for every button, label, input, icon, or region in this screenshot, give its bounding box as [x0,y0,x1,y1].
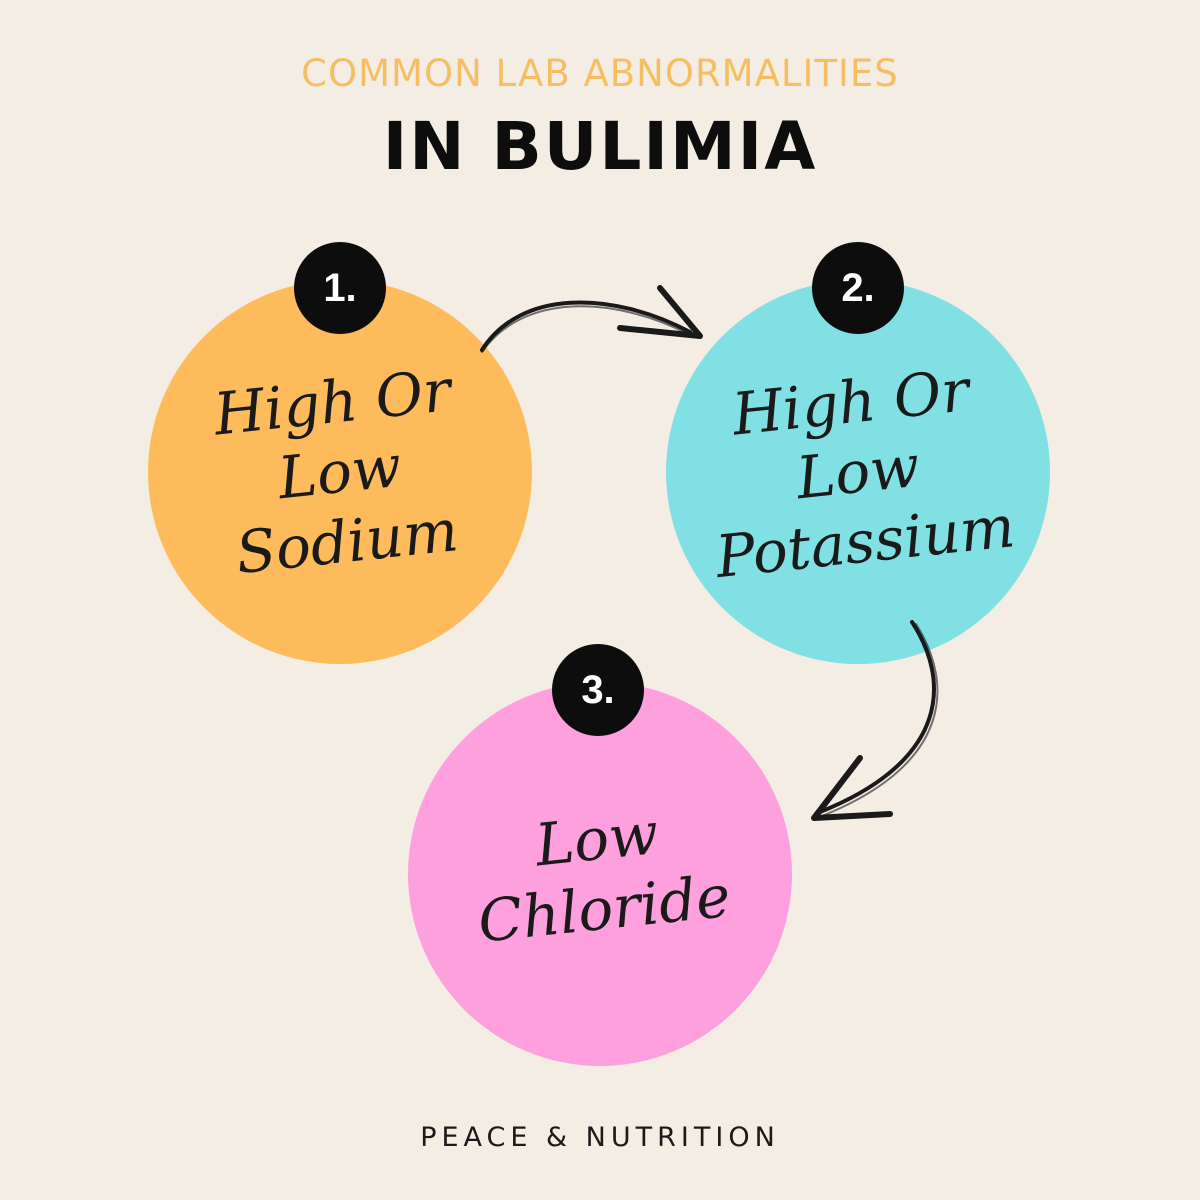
item-label-chloride: Low Chloride [474,798,733,956]
brand-footer: PEACE & NUTRITION [420,1122,780,1153]
item-circle-sodium: High Or Low Sodium [148,280,532,664]
item-label-potassium: High Or Low Potassium [712,356,1019,592]
step-badge-2: 2. [812,242,904,334]
item-label-sodium: High Or Low Sodium [211,356,462,588]
step-badge-1: 1. [294,242,386,334]
diagram-title: IN BULIMIA [382,108,818,185]
diagram-subtitle: COMMON LAB ABNORMALITIES [301,52,899,95]
item-circle-potassium: High Or Low Potassium [666,280,1050,664]
item-circle-chloride: Low Chloride [408,682,792,1066]
step-badge-3: 3. [552,644,644,736]
